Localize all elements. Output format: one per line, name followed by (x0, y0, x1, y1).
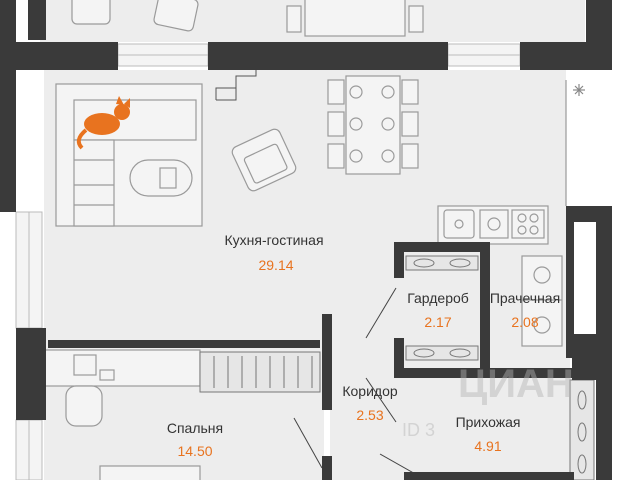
bedroom-wardrobe (199, 351, 321, 393)
terrace-chair-left (71, 0, 111, 25)
corner-sofa (55, 83, 203, 227)
door-swings (293, 287, 427, 480)
room-label-corridor: Коридор (342, 383, 398, 399)
room-label-wardrobe: Гардероб (407, 290, 469, 306)
room-area-wardrobe: 2.17 (424, 314, 452, 330)
asterisk-icon (573, 84, 585, 96)
room-area-hallway: 4.91 (474, 438, 502, 454)
room-label-hallway: Прихожая (455, 414, 521, 430)
room-area-laundry: 2.08 (511, 314, 539, 330)
room-area-bedroom: 14.50 (177, 443, 213, 459)
room-area-corridor: 2.53 (356, 407, 384, 423)
cat-icon (76, 96, 130, 150)
terrace-chair-right (153, 0, 199, 32)
dining-table (327, 75, 419, 175)
terrace-furniture (71, 0, 424, 37)
room-area-kitchen-living: 29.14 (258, 257, 294, 273)
windows (15, 43, 521, 480)
watermark-brand: ЦИАН (458, 362, 574, 406)
hallway-wardrobe (569, 379, 595, 480)
room-label-bedroom: Спальня (166, 420, 224, 436)
watermark-id: ID 3 (402, 420, 436, 440)
bedroom-furniture (43, 349, 201, 480)
coffee-table (129, 159, 193, 197)
room-label-kitchen-living: Кухня-гостиная (224, 232, 324, 248)
armchair (231, 128, 297, 192)
laundry-machines (521, 255, 563, 347)
wardrobe-hangers (405, 255, 479, 361)
walls (0, 0, 612, 480)
kitchen-unit (437, 80, 567, 245)
terrace-table (304, 0, 406, 37)
room-label-laundry: Прачечная (489, 290, 561, 306)
